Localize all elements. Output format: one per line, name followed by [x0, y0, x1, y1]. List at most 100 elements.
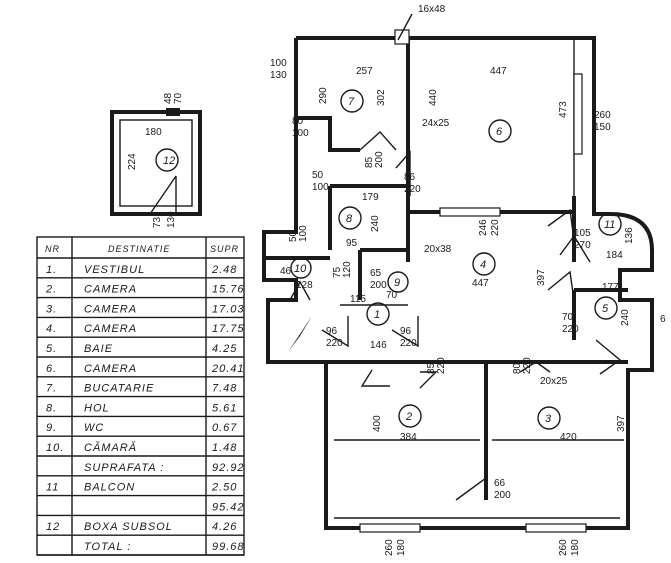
- table-cell-area: 1.48: [212, 442, 237, 454]
- dim-200-b: 200: [370, 280, 387, 291]
- dim-220-g: 220: [522, 357, 533, 374]
- table-cell-area: 17.75: [212, 323, 245, 335]
- room-markers: 7 6 8 11 4 10 9 5 1 2 3: [290, 89, 622, 430]
- dim-447-mid: 447: [472, 278, 489, 289]
- dim-46: 46: [280, 266, 292, 277]
- dim-220-f: 220: [436, 357, 447, 374]
- dim-100-d: 100: [298, 225, 309, 242]
- dim-447-top: 447: [490, 66, 507, 77]
- dimension-labels: 16x48 100 130 257 447 290 302 440 473 26…: [270, 4, 666, 556]
- dim-120: 120: [342, 261, 353, 278]
- table-cell-nr: 3.: [46, 303, 57, 315]
- table-cell-area: 15.76: [212, 284, 245, 296]
- table-cell-area: 2.50: [211, 482, 237, 494]
- table-cell-destination: CAMERA: [84, 284, 137, 296]
- dim-240-b: 240: [620, 309, 631, 326]
- table-cell-area: 5.61: [212, 402, 237, 414]
- table-cell-nr: 6.: [46, 363, 57, 375]
- room-10-marker: [290, 257, 312, 279]
- table-cell-destination: BALCON: [84, 482, 135, 494]
- dim-24x25: 24x25: [422, 118, 450, 129]
- room-7-marker: [340, 89, 364, 113]
- table-cell-area: 4.25: [212, 343, 237, 355]
- dim-130: 130: [270, 70, 287, 81]
- table-cell-destination: VESTIBUL: [84, 264, 145, 276]
- room-6-marker: [488, 119, 512, 143]
- apartment-walls: [262, 29, 654, 533]
- dim-105: 105: [574, 228, 591, 239]
- dim-85: 85: [364, 156, 375, 168]
- dim-260-c: 260: [558, 539, 569, 556]
- dim-180-a: 180: [396, 539, 407, 556]
- room-3-label: 3: [545, 413, 552, 425]
- dim-115: 115: [350, 294, 366, 305]
- table-cell-destination: SUPRAFATA :: [84, 462, 164, 474]
- table-cell-destination: CAMERA: [84, 363, 137, 375]
- dim-220-b: 220: [490, 219, 501, 236]
- room-7-label: 7: [348, 96, 355, 108]
- dim-184: 184: [606, 250, 623, 261]
- dim-50: 50: [312, 170, 324, 181]
- table-header-nr: NR: [45, 244, 60, 254]
- table-cell-destination: CĂMARĂ: [84, 441, 137, 454]
- room-11-label: 11: [604, 219, 615, 231]
- dim-136: 136: [624, 227, 635, 244]
- dim-384: 384: [400, 432, 417, 443]
- dim-420: 420: [560, 432, 577, 443]
- room-5-label: 5: [602, 303, 609, 315]
- room-12-label: 12: [163, 155, 175, 167]
- dim-177: 177: [602, 282, 619, 293]
- table-cell-nr: 4.: [46, 323, 57, 335]
- dim-85-b: 85: [426, 362, 437, 374]
- table-cell-area: 2.48: [211, 264, 237, 276]
- table-cell-area: 0.67: [212, 422, 237, 434]
- dim-basement-width: 180: [145, 127, 162, 138]
- table-cell-nr: 5.: [46, 343, 57, 355]
- table-cell-destination: CAMERA: [84, 323, 137, 335]
- dim-86: 86: [404, 172, 416, 183]
- room-12-marker: [155, 148, 179, 172]
- room-1-label: 1: [374, 309, 380, 321]
- dim-20x38: 20x38: [424, 244, 452, 255]
- dim-100-b: 100: [292, 128, 309, 139]
- room-3-marker: [537, 406, 561, 430]
- room-9-marker: [387, 271, 409, 293]
- room-4-marker: [472, 252, 496, 276]
- table-cell-nr: 1.: [46, 264, 57, 276]
- dim-146: 146: [370, 340, 387, 351]
- dim-440: 440: [428, 89, 439, 106]
- dim-200-a: 200: [374, 151, 385, 168]
- dim-200-c: 200: [494, 490, 511, 501]
- dim-70-b: 70: [386, 290, 398, 301]
- basement-box: 12 180 224 48 70 73 130: [110, 92, 202, 228]
- table-cell-destination: WC: [84, 422, 104, 434]
- table-cell-area: 4.26: [212, 521, 237, 533]
- room-8-label: 8: [346, 213, 353, 225]
- room-9-label: 9: [394, 277, 400, 289]
- table-cell-area: 99.68: [212, 541, 245, 553]
- room-8-marker: [338, 206, 362, 230]
- room-4-label: 4: [480, 259, 486, 271]
- dim-290: 290: [318, 87, 329, 104]
- dim-50-b: 50: [288, 230, 299, 242]
- dim-400: 400: [372, 415, 383, 432]
- room-10-label: 10: [294, 263, 307, 275]
- dim-100-c: 100: [312, 182, 329, 193]
- table-cell-destination: TOTAL :: [84, 541, 131, 553]
- dim-260-b: 260: [384, 539, 395, 556]
- table-cell-nr: 11: [46, 482, 59, 494]
- dim-75: 75: [332, 266, 343, 278]
- dim-220-a: 220: [404, 184, 421, 195]
- dim-220-d: 220: [326, 338, 343, 349]
- dim-70-a: 70: [562, 312, 574, 323]
- table-header-destinatie: DESTINATIE: [108, 244, 170, 254]
- dim-150: 150: [594, 122, 611, 133]
- dim-270: 270: [574, 240, 591, 251]
- room-5-marker: [594, 296, 618, 320]
- dim-397-b: 397: [616, 415, 627, 432]
- table-cell-destination: HOL: [84, 402, 110, 414]
- dim-basement-door-b: 70: [173, 92, 184, 104]
- dim-basement-73: 73: [152, 216, 163, 228]
